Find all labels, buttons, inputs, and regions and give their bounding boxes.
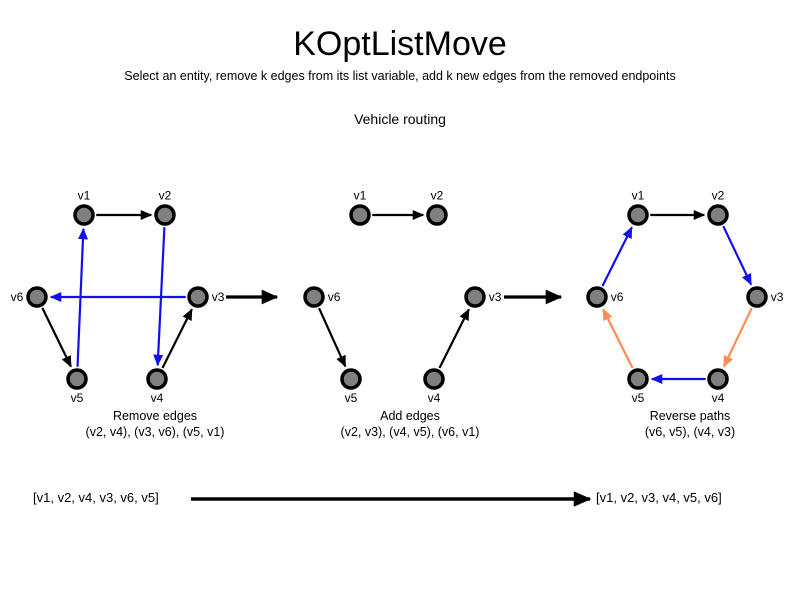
node-label-v2: v2	[159, 188, 172, 202]
edge-v5-v1	[76, 227, 88, 367]
node-label-v3: v3	[212, 290, 225, 304]
graph-panel-remove: v1 v2 v3 v4 v5 v6	[11, 188, 225, 405]
section-label: Vehicle routing	[354, 111, 446, 127]
node-label-v4: v4	[151, 391, 164, 405]
node-label-v5: v5	[632, 391, 645, 405]
node-v3[interactable]: v3	[746, 286, 784, 308]
edge-v4-v3	[438, 308, 470, 369]
node-label-v6: v6	[11, 290, 24, 304]
node-label-v5: v5	[71, 391, 84, 405]
graph-panel-reverse: v1 v2 v3 v4 v5 v6	[586, 188, 784, 405]
node-v2[interactable]: v2	[707, 188, 729, 226]
page-subtitle: Select an entity, remove k edges from it…	[124, 69, 676, 83]
edge-v2-v3	[722, 225, 753, 286]
node-label-v6: v6	[328, 290, 341, 304]
caption-reverse-detail: (v6, v5), (v4, v3)	[644, 425, 736, 439]
node-v2[interactable]: v2	[426, 188, 448, 226]
edge-v6-v1	[601, 226, 633, 287]
caption-reverse-title: Reverse paths	[649, 409, 731, 423]
edge-v4-v3	[161, 308, 193, 369]
node-v1[interactable]: v1	[627, 188, 649, 226]
edge-v6-v5	[318, 307, 347, 368]
node-label-v3: v3	[771, 290, 784, 304]
node-v6[interactable]: v6	[586, 286, 624, 308]
node-v1[interactable]: v1	[349, 188, 371, 226]
node-v3[interactable]: v3	[464, 286, 502, 308]
node-v5[interactable]: v5	[340, 368, 362, 405]
node-label-v4: v4	[712, 391, 725, 405]
edge-v6-v5	[41, 307, 72, 368]
node-label-v5: v5	[345, 391, 358, 405]
node-v1[interactable]: v1	[73, 188, 95, 226]
list-after: [v1, v2, v3, v4, v5, v6]	[596, 490, 722, 505]
node-v4[interactable]: v4	[707, 368, 729, 405]
page-title: KOptListMove	[293, 25, 507, 63]
node-label-v2: v2	[431, 188, 444, 202]
node-label-v4: v4	[428, 391, 441, 405]
caption-remove-title: Remove edges	[112, 409, 198, 423]
node-v6[interactable]: v6	[11, 286, 48, 308]
node-v5[interactable]: v5	[627, 368, 649, 405]
node-label-v1: v1	[632, 188, 645, 202]
node-v2[interactable]: v2	[154, 188, 176, 226]
node-label-v6: v6	[611, 290, 624, 304]
node-v6[interactable]: v6	[303, 286, 341, 308]
node-label-v3: v3	[489, 290, 502, 304]
node-label-v1: v1	[78, 188, 91, 202]
list-before: [v1, v2, v4, v3, v6, v5]	[33, 490, 159, 505]
node-label-v2: v2	[712, 188, 725, 202]
caption-add-title: Add edges	[380, 409, 440, 423]
node-label-v1: v1	[354, 188, 367, 202]
node-v4[interactable]: v4	[423, 368, 445, 405]
edge-v3-v4	[722, 307, 753, 368]
graph-panel-add: v1 v2 v3 v4 v5 v6	[303, 188, 502, 405]
caption-add-detail: (v2, v3), (v4, v5), (v6, v1)	[340, 425, 480, 439]
caption-remove-detail: (v2, v4), (v3, v6), (v5, v1)	[85, 425, 225, 439]
node-v3[interactable]: v3	[187, 286, 225, 308]
caption-reverse: Reverse paths (v6, v5), (v4, v3)	[585, 408, 795, 440]
node-v4[interactable]: v4	[146, 368, 168, 405]
caption-add: Add edges (v2, v3), (v4, v5), (v6, v1)	[295, 408, 525, 440]
caption-remove: Remove edges (v2, v4), (v3, v6), (v5, v1…	[40, 408, 270, 440]
node-v5[interactable]: v5	[66, 368, 88, 405]
edge-v5-v6	[602, 308, 634, 369]
